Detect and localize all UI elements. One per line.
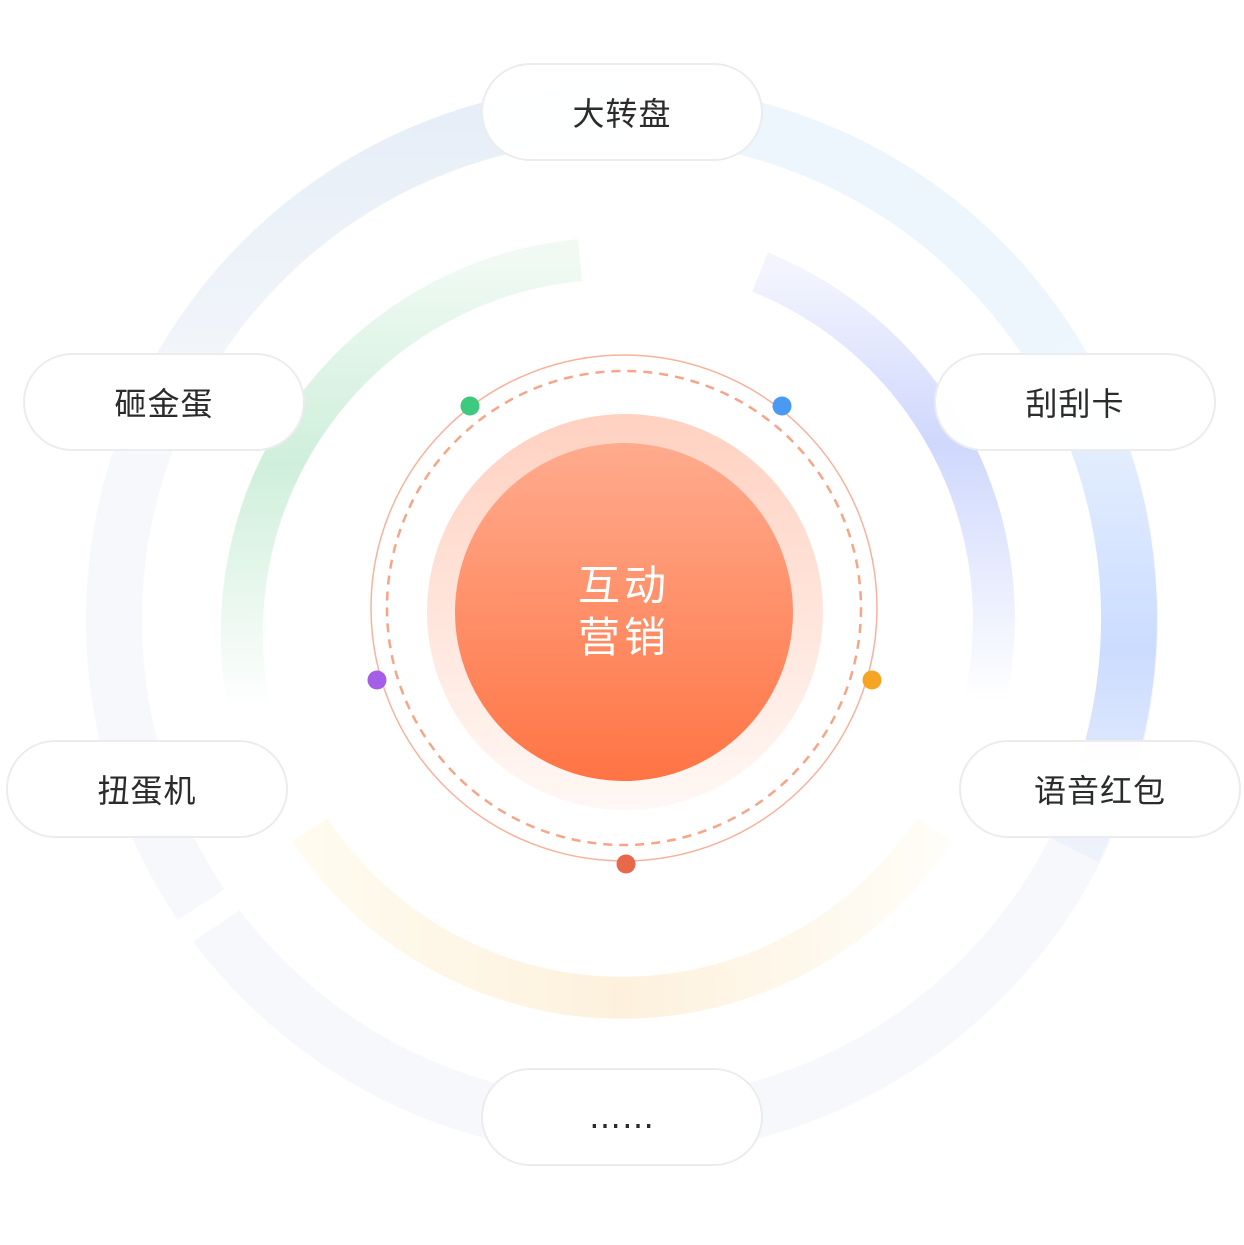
purple-dot: [367, 670, 387, 690]
orange-dot: [862, 670, 882, 690]
red-dot: [616, 854, 636, 874]
middle-ring-bottom-arc: [292, 818, 952, 1019]
green-dot: [460, 396, 480, 416]
center-circle: [455, 443, 793, 781]
item-pill-bottom[interactable]: ……: [481, 1068, 763, 1166]
item-pill-left-lower[interactable]: 扭蛋机: [6, 740, 288, 838]
center-title-line1: 互动: [577, 561, 670, 610]
center-title-line2: 营销: [577, 613, 670, 662]
middle-ring-left-arc: [220, 239, 583, 715]
middle-ring-right-arc: [752, 252, 1015, 705]
item-pill-right-lower[interactable]: 语音红包: [959, 740, 1241, 838]
center-title: 互动 营销: [455, 443, 793, 781]
item-pill-top[interactable]: 大转盘: [481, 63, 763, 161]
item-pill-right-upper[interactable]: 刮刮卡: [934, 353, 1216, 451]
inner-ring-dashed: [385, 369, 863, 847]
item-pill-left-upper[interactable]: 砸金蛋: [23, 353, 305, 451]
outer-ring-gap: [171, 869, 270, 946]
blue-dot: [772, 396, 792, 416]
